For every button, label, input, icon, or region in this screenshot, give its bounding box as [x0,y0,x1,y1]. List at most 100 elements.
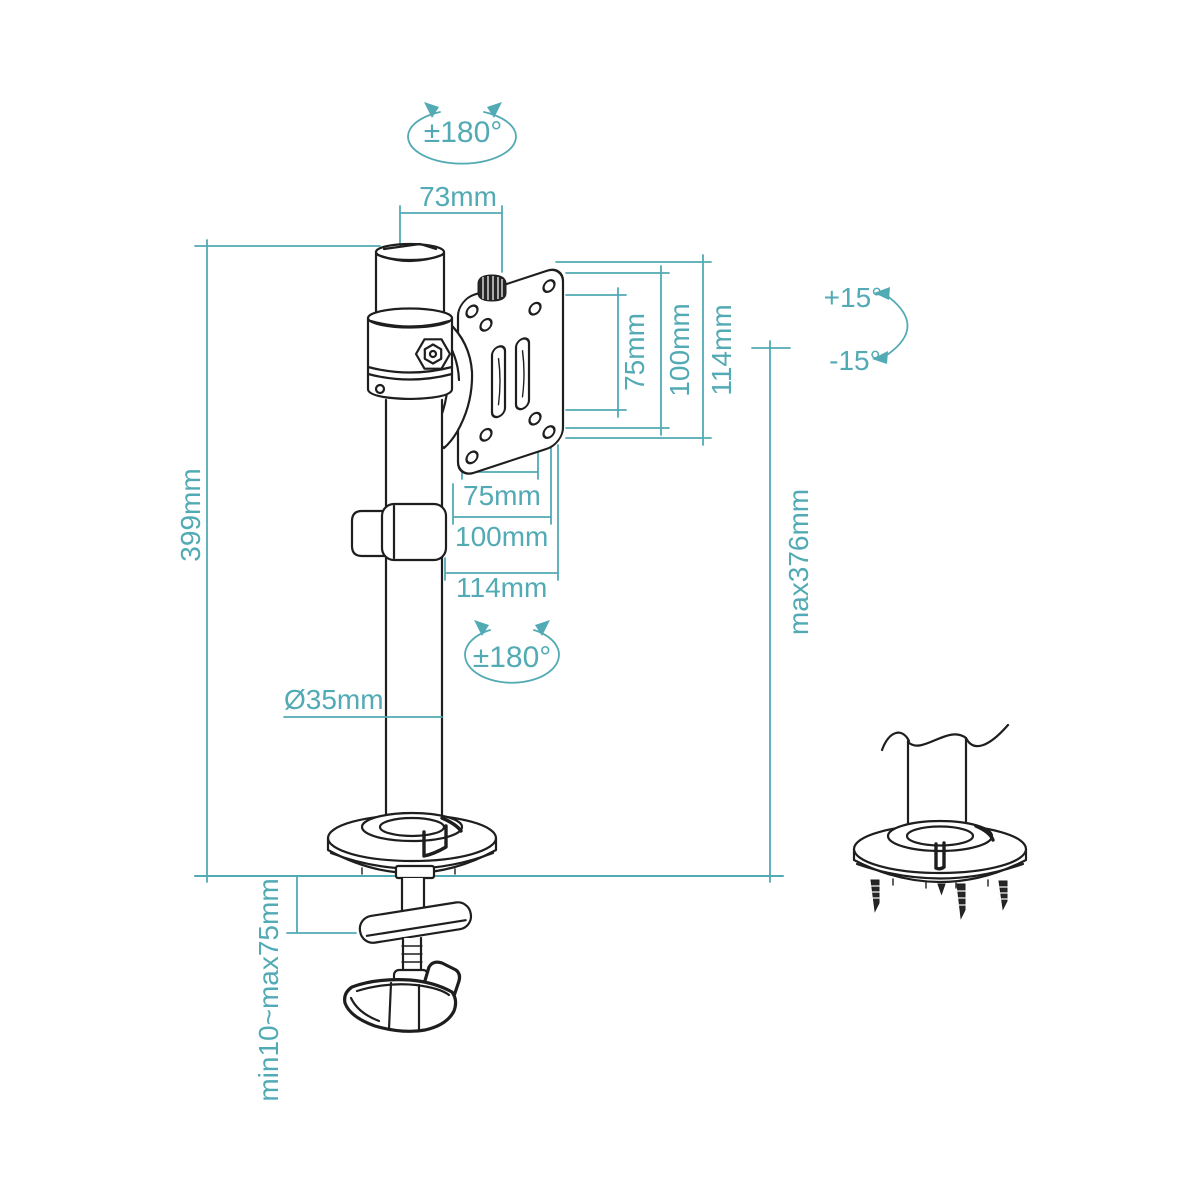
clamp-plate-edge [365,919,467,937]
dim-vesa-vertical: 75mm 100mm 114mm [555,254,737,446]
tilt-arrowhead-down-icon [872,351,888,364]
rotation-arrowhead-right-icon [487,102,502,118]
clamp-rod-fill [403,938,421,975]
dim-clamp-range: min10~max75mm [253,875,357,1102]
screw-threads [870,885,880,899]
vesa-hole [479,427,493,442]
grommet-base-rim [855,862,1025,880]
vesa-hole [542,425,556,440]
pole-diameter-label: Ø35mm [284,684,384,715]
grommet-ring-step [934,841,946,871]
tilt-up-label: +15° [824,282,883,313]
knob-body [477,274,507,302]
knob-knurling [482,276,503,300]
cap-sides [374,250,446,316]
top-width-label: 73mm [419,181,497,212]
grommet-pole-break-line [880,723,1010,752]
screw-icon [870,879,880,913]
tilt-indicator: +15° -15° [824,282,909,376]
pole-height-label: 399mm [175,468,206,561]
base-ring-outer [360,811,464,843]
clamp-rod [401,936,423,977]
max-height-lines [751,340,791,883]
clip-loop [350,509,388,558]
rotation-ellipse [407,111,517,165]
max-height-label: max376mm [783,489,814,635]
screw-icon [956,883,966,920]
clamp-plate [358,901,473,944]
vesa-hole [479,317,493,332]
vesa-h-114-lines [444,444,559,581]
clamp-range-label: min10~max75mm [253,878,284,1101]
vesa-hole [542,279,556,294]
cable-clip [350,502,448,562]
vesa-hole [528,301,542,316]
vesa-slot [514,337,531,411]
collar-bands [366,319,454,381]
grommet-screws [870,879,1008,920]
cap-fill [376,252,444,314]
vesa-hole [528,411,542,426]
bolt-hex-outer [414,338,452,370]
collar-screw-hole [374,383,386,395]
rotation-indicator-top: ±180° [407,102,517,165]
screw-threads [998,886,1008,900]
rotation-top-label: ±180° [424,116,503,149]
rotation-pole-label: ±180° [473,641,552,674]
vesa-v-75-label: 75mm [619,313,650,391]
vesa-v-75-lines [565,287,627,418]
vesa-h-100-lines [452,429,552,525]
screw-icon [998,880,1008,911]
vesa-h-75-label: 75mm [463,480,541,511]
grommet-pole-fill [908,740,966,835]
pole-height-lines [194,239,381,883]
base-ring-step [422,824,448,858]
vesa-hole [465,304,479,319]
pole [384,398,444,822]
dim-pole-height: 399mm [175,239,381,883]
clamp-rod-threads [401,945,423,963]
vesa-slot-shading [497,350,525,406]
main-mount-drawing [326,242,565,1033]
desk-clamp [343,864,473,1033]
clamp-foot-detail [349,981,451,1033]
base-ring-inner [378,816,446,838]
dim-vesa-horizontal: 75mm 100mm 114mm [444,429,559,603]
cap-detail [376,242,444,263]
rotation-pole-arrowhead-left-icon [474,620,489,636]
grommet-rim-notches [892,878,989,889]
clip-band [380,502,448,562]
vesa-slot [490,345,507,419]
vesa-v-114-label: 114mm [706,304,737,395]
vesa-plate-body [456,268,565,475]
grommet-ring-accent [974,824,995,842]
rotation-pole-arrowhead-right-icon [535,620,550,636]
dim-top-width: 73mm [399,181,503,273]
grommet-base-drawing [852,723,1028,920]
screw-threads [956,890,966,906]
mounting-knob [477,274,507,302]
clamp-foot [343,978,458,1033]
vesa-v-100-label: 100mm [664,303,695,396]
tilt-down-label: -15° [829,345,881,376]
rotation-pole-ellipse [464,629,560,684]
collar-rim [366,307,454,329]
screw-tip-icon [937,883,946,896]
rotation-arrowhead-left-icon [424,102,439,118]
grommet-ring-inner [905,825,975,847]
pole-fill [386,400,442,820]
vesa-h-100-label: 100mm [455,521,548,552]
vesa-v-114-lines [555,254,712,446]
vesa-v-100-lines [565,265,670,436]
bolt-hex-inner [423,343,443,365]
rotation-indicator-pole: ±180° [464,620,560,684]
base-ring-accent [440,816,463,833]
clamp-flange [394,864,436,880]
grommet-pole [906,736,968,834]
vesa-plate [456,268,565,475]
tilt-arrowhead-up-icon [874,287,890,300]
dim-max-height: max376mm [751,340,814,883]
top-width-lines [399,205,503,273]
